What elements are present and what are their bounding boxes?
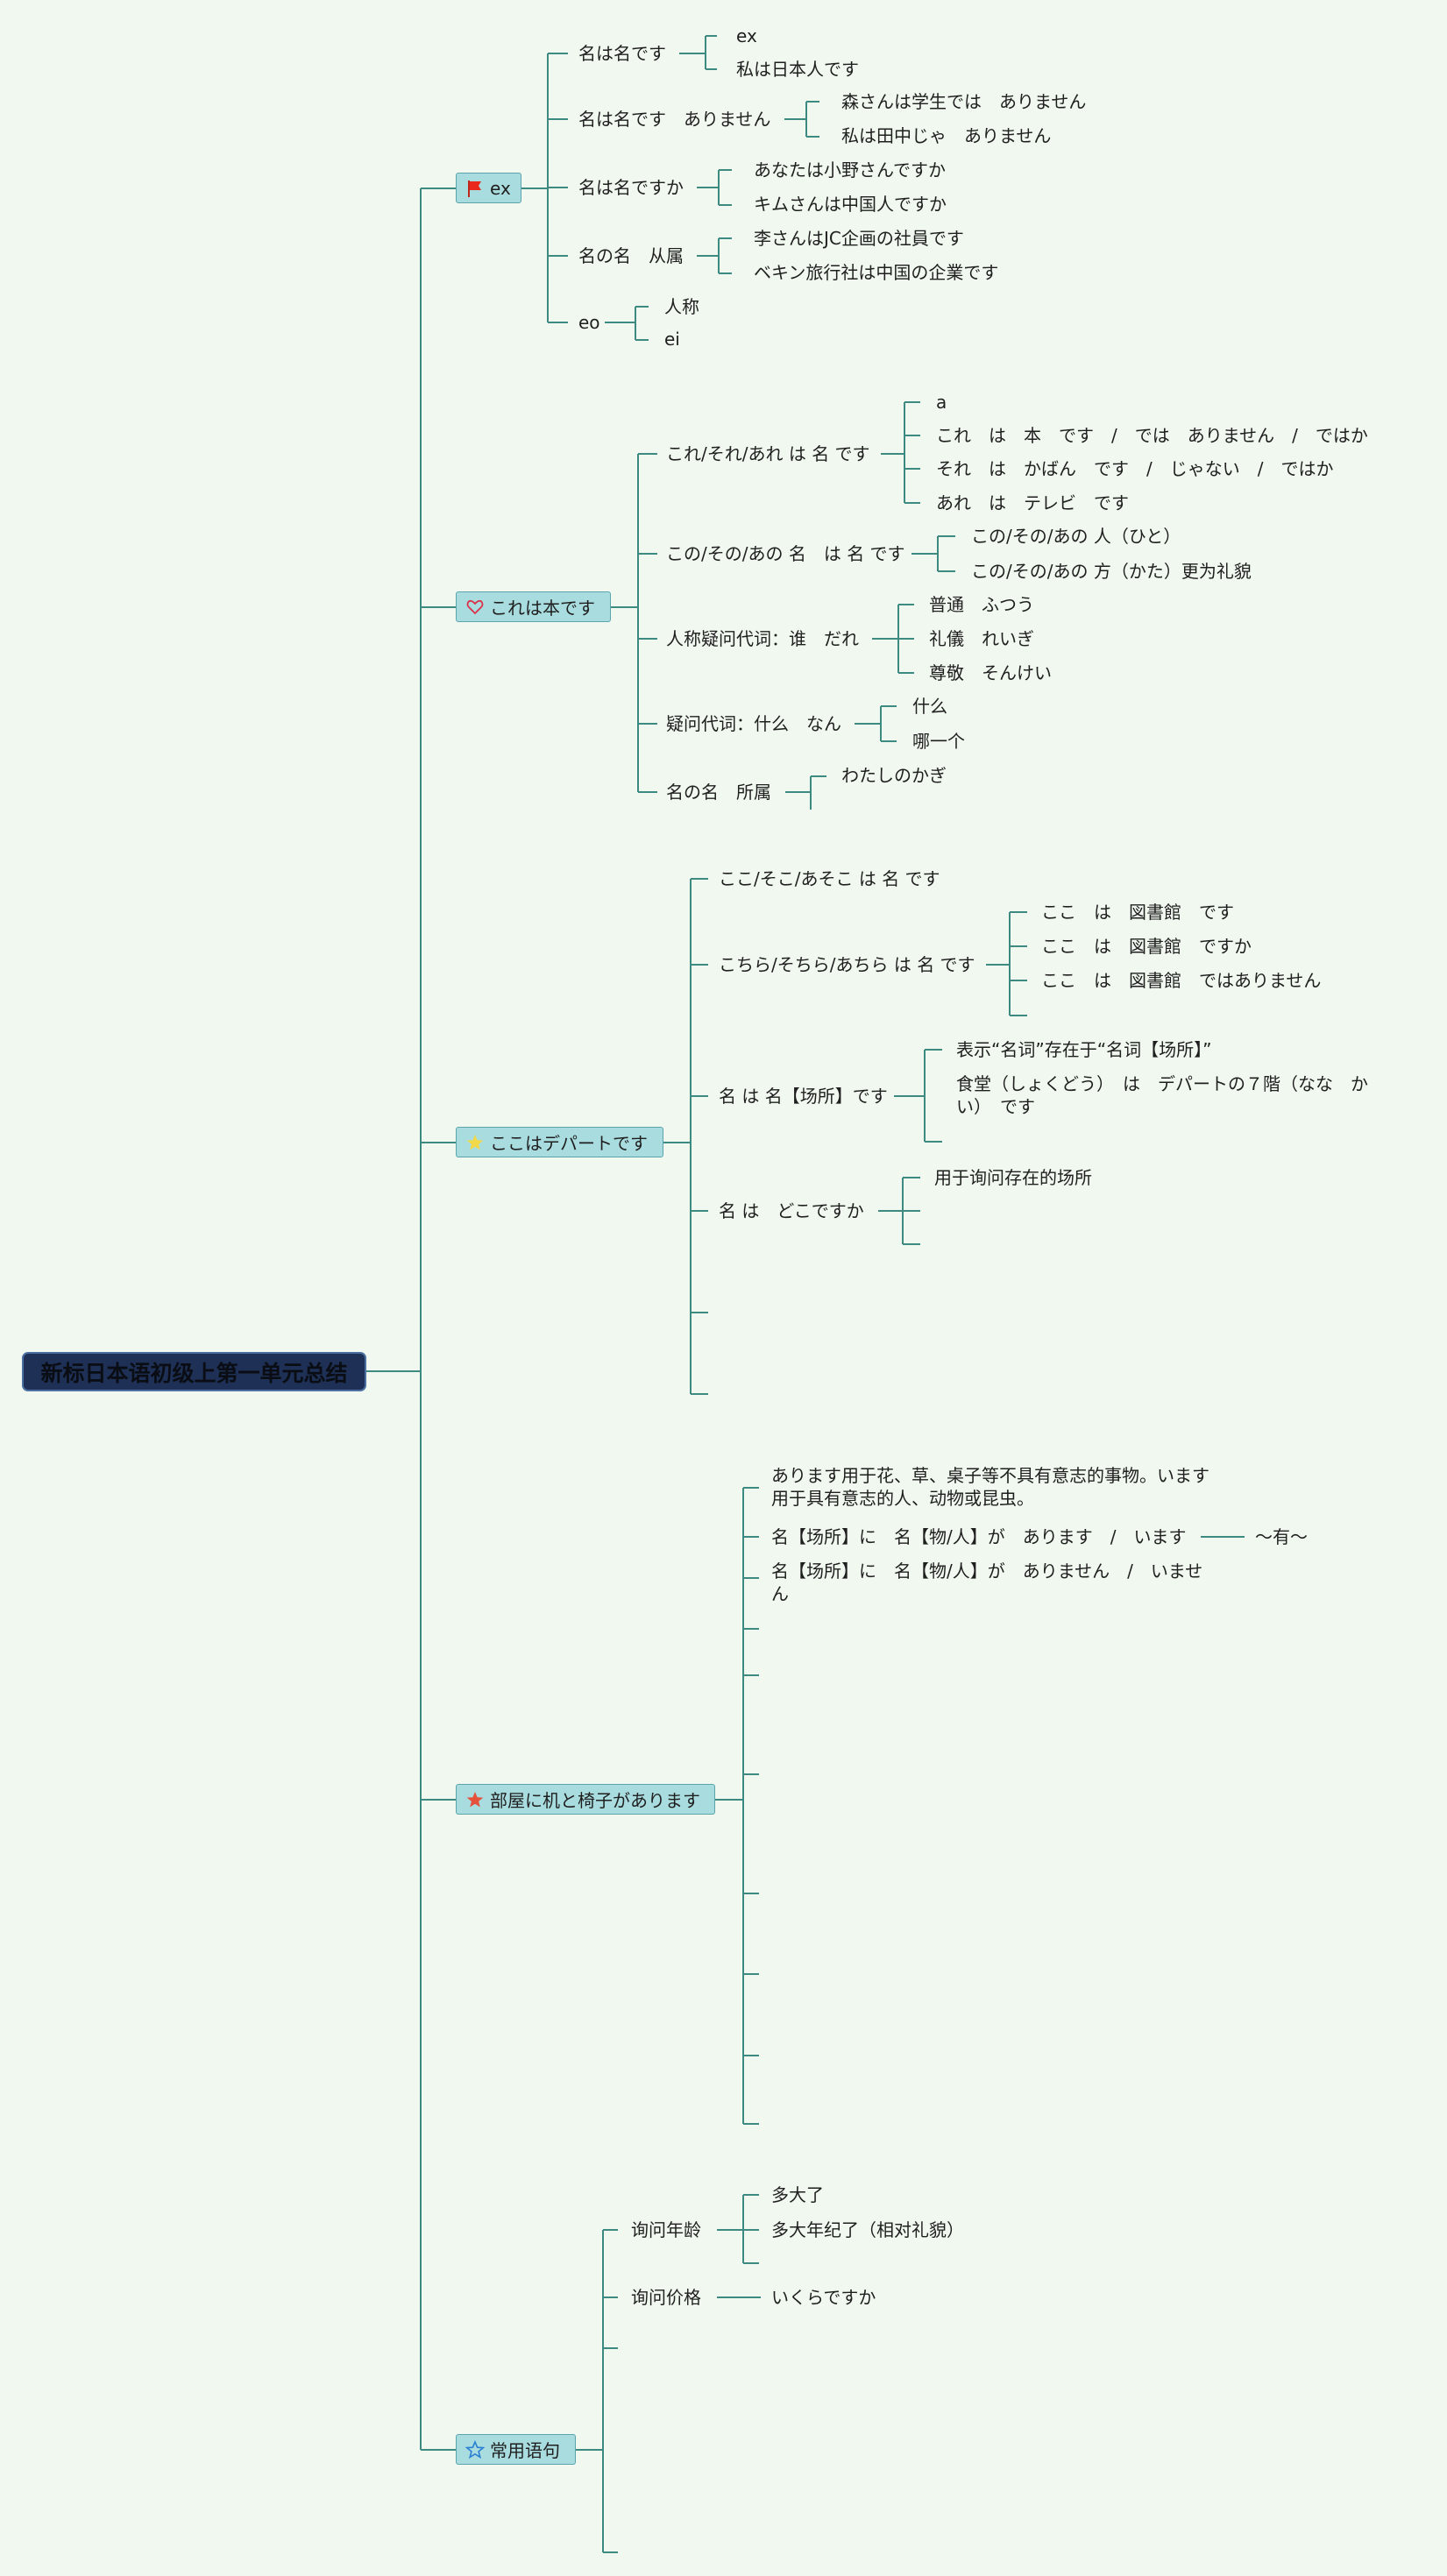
- leaf-item[interactable]: 人称: [664, 296, 699, 317]
- leaf-item[interactable]: 表示“名词”存在于“名词【场所】”: [956, 1039, 1212, 1060]
- leaf-item[interactable]: 哪一个: [912, 731, 965, 752]
- topic-label: 部屋に机と椅子があります: [490, 1790, 700, 1811]
- topic-label: これは本です: [490, 598, 595, 619]
- branch-item[interactable]: あります用于花、草、桌子等不具有意志的事物。います用于具有意志的人、动物或昆虫。: [771, 1465, 1209, 1509]
- red-flag-icon: [465, 179, 485, 198]
- leaf-item[interactable]: ここ は 図書館 です: [1041, 902, 1234, 923]
- branch-item[interactable]: 疑问代词：什么 なん: [666, 713, 841, 734]
- leaf-item[interactable]: 食堂（しょくどう） は デパートの７階（なな かい） です: [956, 1073, 1368, 1117]
- root-topic[interactable]: 新标日本语初级上第一单元总结: [22, 1352, 366, 1391]
- topic-label: ここはデパートです: [490, 1133, 648, 1154]
- leaf-item[interactable]: 礼儀 れいぎ: [929, 628, 1034, 649]
- leaf-item[interactable]: 多大了: [771, 2184, 824, 2205]
- branch-item[interactable]: 名 は 名【场所】です: [719, 1086, 888, 1107]
- leaf-item[interactable]: 〜有〜: [1255, 1526, 1308, 1547]
- leaf-item[interactable]: 私は田中じゃ ありません: [841, 125, 1052, 146]
- branch-item[interactable]: 名【场所】に 名【物/人】が ありません / いません: [771, 1560, 1203, 1604]
- topic-label: ex: [490, 177, 511, 199]
- leaf-item[interactable]: 普通 ふつう: [929, 594, 1034, 615]
- leaf-item[interactable]: a: [936, 392, 947, 413]
- branch-item[interactable]: この/その/あの 名 は 名 です: [666, 543, 905, 564]
- branch-item[interactable]: こちら/そちら/あちら は 名 です: [719, 954, 975, 975]
- branch-item[interactable]: eo: [578, 312, 600, 333]
- topic-kore-wa-hon-desu[interactable]: これは本です: [456, 591, 611, 622]
- leaf-item[interactable]: 什么: [912, 696, 947, 717]
- branch-item[interactable]: 名の名 所属: [666, 782, 771, 803]
- topic-koko-wa-depato-desu[interactable]: ここはデパートです: [456, 1127, 663, 1157]
- yellow-star-icon: [465, 1133, 485, 1152]
- leaf-item[interactable]: 私は日本人です: [736, 59, 859, 80]
- topic-common-phrases[interactable]: 常用语句: [456, 2434, 576, 2465]
- heart-icon: [465, 598, 485, 617]
- topic-label: 常用语句: [490, 2440, 560, 2461]
- topic-heya-ni-tsukue[interactable]: 部屋に机と椅子があります: [456, 1784, 715, 1815]
- leaf-item[interactable]: 用于询问存在的场所: [934, 1167, 1092, 1188]
- leaf-item[interactable]: これ は 本 です / では ありません / ではか: [936, 425, 1368, 446]
- leaf-item[interactable]: ei: [664, 329, 680, 350]
- branch-item[interactable]: 名は名です ありません: [578, 109, 771, 130]
- branch-item[interactable]: 询问价格: [631, 2287, 701, 2308]
- leaf-item[interactable]: ここ は 図書館 ですか: [1041, 936, 1252, 957]
- leaf-item[interactable]: 李さんはJC企画の社員です: [754, 228, 964, 249]
- branch-item[interactable]: ここ/そこ/あそこ は 名 です: [719, 868, 940, 889]
- topic-ex[interactable]: ex: [456, 173, 521, 203]
- leaf-item[interactable]: この/その/あの 方（かた）更为礼貌: [971, 561, 1252, 582]
- red-star-icon: [465, 1790, 485, 1809]
- branch-item[interactable]: 名は名ですか: [578, 177, 684, 198]
- leaf-item[interactable]: それ は かばん です / じゃない / ではか: [936, 458, 1334, 479]
- branch-item[interactable]: 人称疑问代词：谁 だれ: [666, 628, 859, 649]
- leaf-item[interactable]: わたしのかぎ: [841, 765, 947, 786]
- branch-item[interactable]: 询问年龄: [631, 2219, 701, 2240]
- leaf-item[interactable]: いくらですか: [771, 2287, 876, 2308]
- leaf-item[interactable]: キムさんは中国人ですか: [754, 194, 947, 215]
- leaf-item[interactable]: あなたは小野さんですか: [754, 159, 946, 180]
- leaf-item[interactable]: 多大年纪了（相对礼貌）: [771, 2219, 964, 2240]
- branch-item[interactable]: 名【场所】に 名【物/人】が あります / います: [771, 1526, 1187, 1547]
- leaf-item[interactable]: 森さんは学生では ありません: [841, 91, 1087, 112]
- leaf-item[interactable]: ここ は 図書館 ではありません: [1041, 970, 1322, 991]
- leaf-item[interactable]: ベキン旅行社は中国の企業です: [754, 262, 999, 283]
- leaf-item[interactable]: この/その/あの 人（ひと）: [971, 526, 1181, 547]
- branch-item[interactable]: これ/それ/あれ は 名 です: [666, 443, 870, 464]
- branch-item[interactable]: 名の名 从属: [578, 245, 684, 266]
- branch-item[interactable]: 名 は どこですか: [719, 1200, 864, 1221]
- leaf-item[interactable]: 尊敬 そんけい: [929, 662, 1052, 683]
- leaf-item[interactable]: あれ は テレビ です: [936, 492, 1129, 513]
- leaf-item[interactable]: ex: [736, 25, 757, 46]
- blue-star-outline-icon: [465, 2439, 485, 2459]
- branch-item[interactable]: 名は名です: [578, 43, 666, 64]
